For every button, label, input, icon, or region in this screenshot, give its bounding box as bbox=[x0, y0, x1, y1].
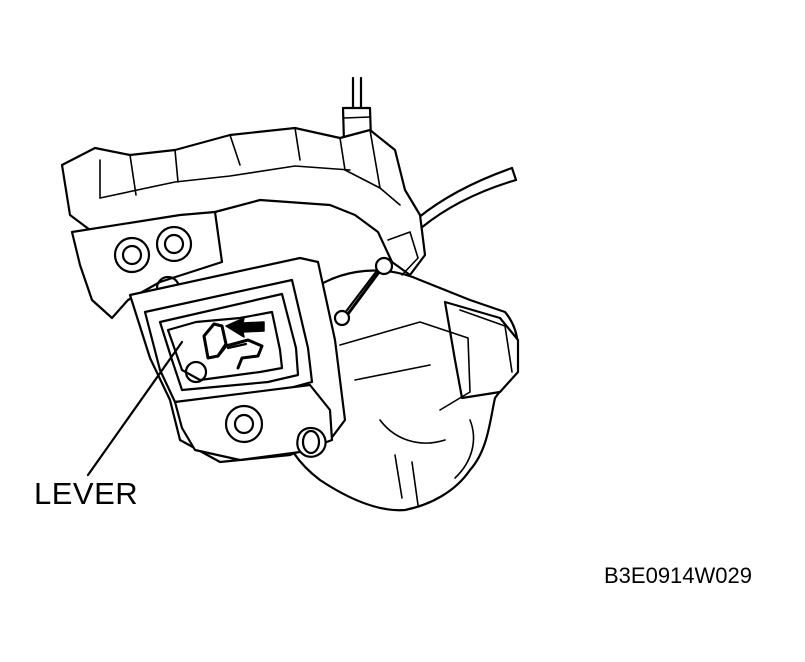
actuator-body bbox=[60, 126, 427, 464]
release-cable bbox=[416, 166, 518, 230]
figure-code: B3E0914W029 bbox=[604, 563, 752, 588]
direction-arrow bbox=[225, 317, 265, 338]
lever-callout-label: LEVER bbox=[34, 476, 139, 511]
motor-housing bbox=[278, 269, 520, 512]
lever-part bbox=[202, 322, 264, 370]
leader-line bbox=[86, 340, 184, 477]
